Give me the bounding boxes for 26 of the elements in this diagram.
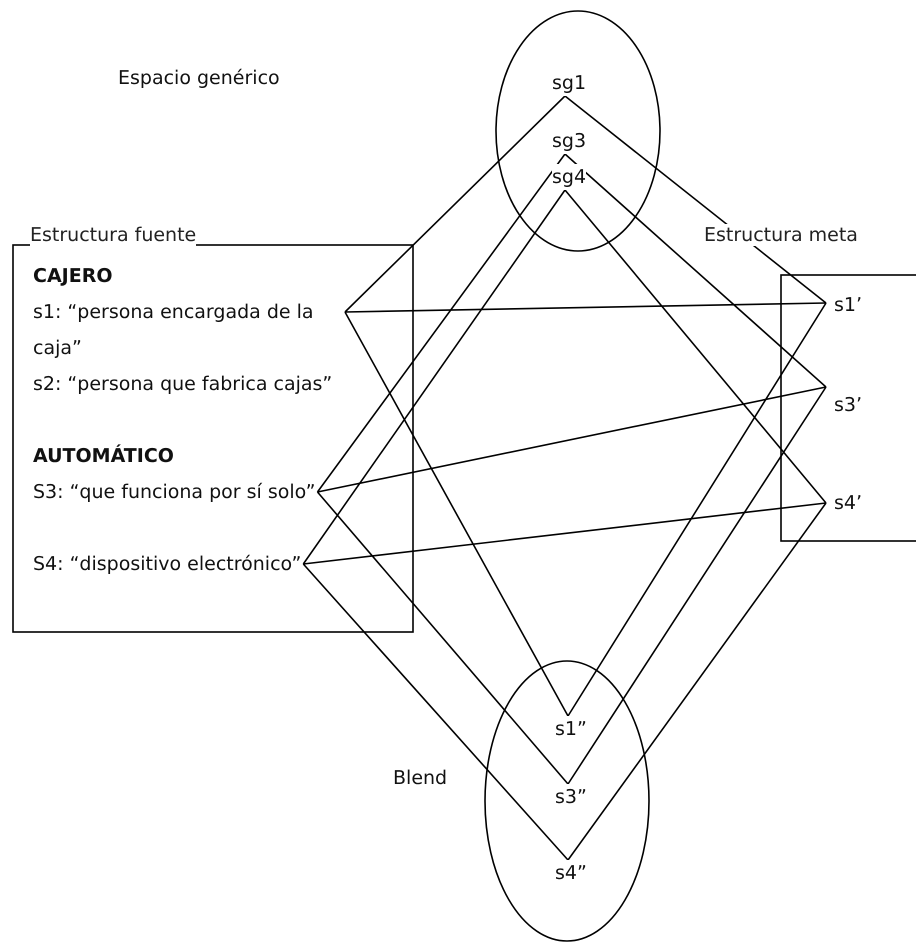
connector-line: [567, 302, 827, 716]
group-title: Estructura meta: [704, 224, 858, 246]
word-heading: CAJERO: [33, 264, 112, 289]
connector-line: [344, 95, 566, 313]
element-label: sg4: [552, 164, 586, 190]
connector-line: [302, 563, 569, 861]
connector-line: [567, 502, 827, 860]
connector-line: [316, 491, 569, 785]
connector-line: [564, 95, 826, 304]
connector-line: [564, 153, 827, 388]
connector-line: [303, 502, 826, 565]
sense-text: s2: “persona que fabrica cajas”: [33, 372, 334, 397]
connector-line: [564, 189, 827, 504]
source-structure-box: [10, 224, 416, 636]
space-caption: Espacio genérico: [118, 66, 280, 91]
word-heading: AUTOMÁTICO: [33, 443, 174, 469]
connector-line: [317, 386, 826, 493]
group-title: Estructura fuente: [30, 224, 196, 246]
connector-line: [567, 386, 827, 784]
connector-line: [344, 302, 826, 313]
blend-ellipse: [484, 660, 650, 942]
connector-line: [302, 190, 566, 564]
connector-line: [344, 312, 569, 716]
space-caption: Blend: [393, 766, 448, 791]
connector-line: [316, 154, 566, 492]
generic-space-ellipse: [495, 10, 661, 252]
